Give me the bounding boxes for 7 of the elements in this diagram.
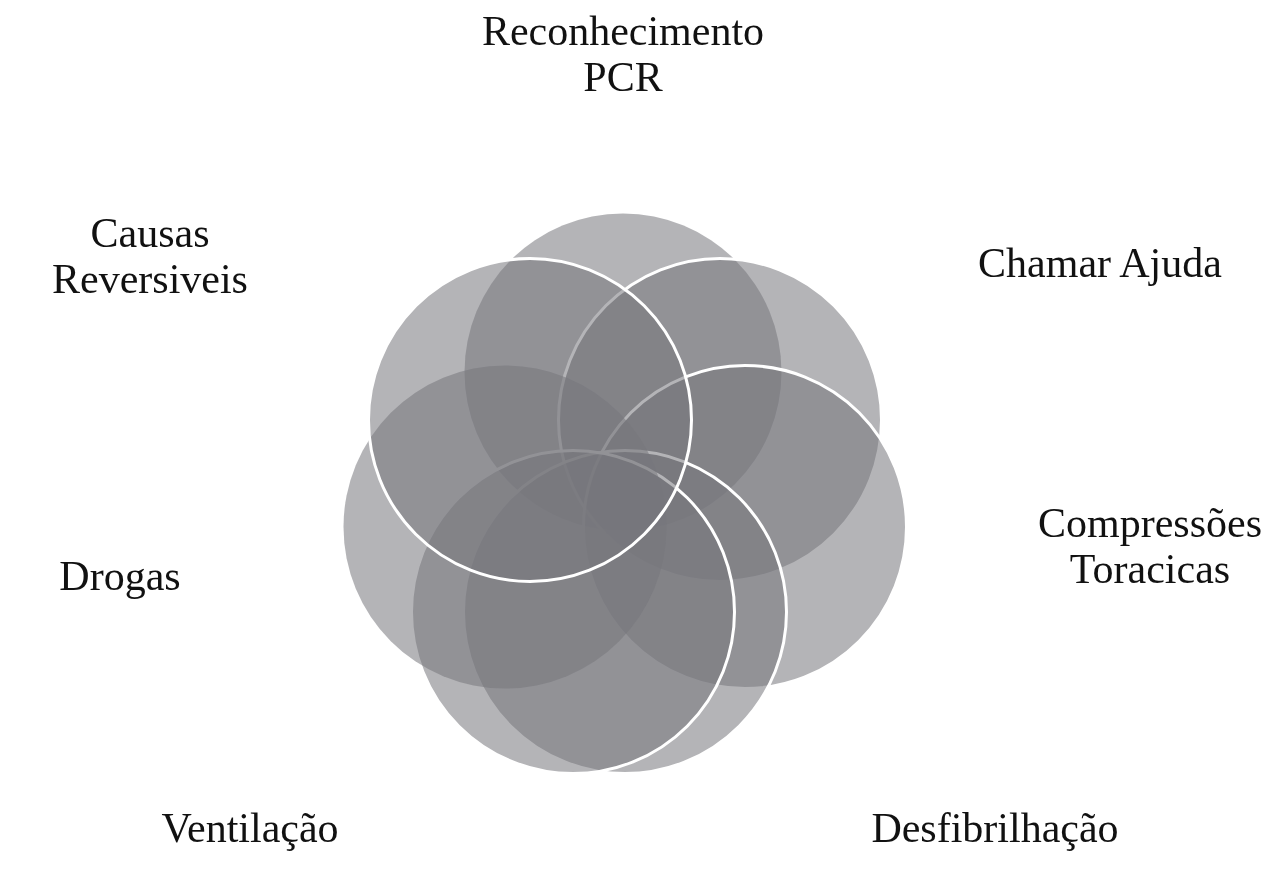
step-label: Desfibrilhação: [871, 805, 1119, 851]
step-label: Compressões Toracicas: [1037, 500, 1263, 592]
step-label: Causas Reversiveis: [51, 210, 249, 302]
step-label: Ventilação: [161, 805, 339, 851]
step-label: Reconhecimento PCR: [480, 8, 766, 100]
step-label: Drogas: [59, 553, 181, 599]
step-label: Chamar Ajuda: [978, 240, 1222, 286]
